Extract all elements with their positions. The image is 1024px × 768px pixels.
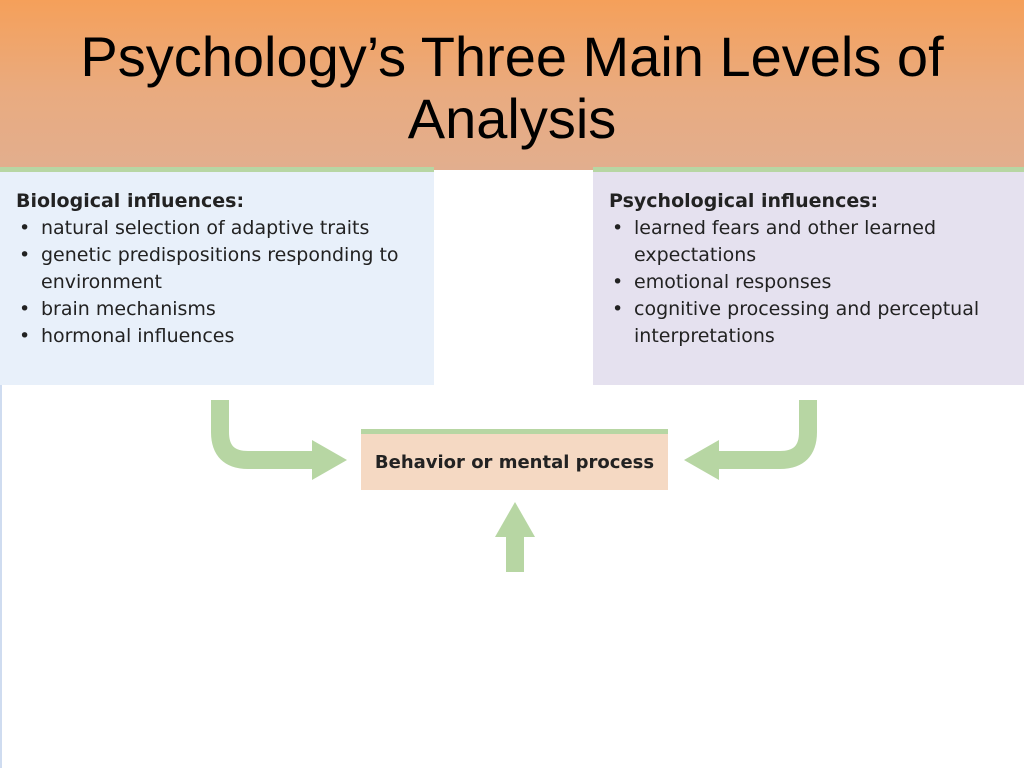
psychological-influences-panel: Psychological influences: • learned fears… [593,167,1024,385]
left-edge-line [0,380,2,768]
bullet-icon: • [19,244,31,266]
behavior-box: Behavior or mental process [361,429,668,490]
psychological-item: • learned fears and other learned expecta… [609,215,1012,269]
biological-list: • natural selection of adaptive traits • g… [16,215,422,350]
bullet-icon: • [19,217,31,239]
biological-item-text: brain mechanisms [41,298,216,320]
biological-heading: Biological influences: [16,190,245,212]
biological-item: • hormonal influences [16,323,422,350]
behavior-label: Behavior or mental process [374,451,655,473]
biological-item-text: natural selection of adaptive traits [41,217,370,239]
psychological-item: • cognitive processing and perceptual int… [609,296,1012,350]
right-arrowhead-icon [684,440,719,480]
biological-item-text: genetic predispositions responding to en… [41,244,399,293]
psychological-item-text: learned fears and other learned expectat… [634,217,937,266]
biological-item: • genetic predispositions responding to e… [16,242,422,296]
bullet-icon: • [612,271,624,293]
right-arrow-shaft [716,400,817,469]
bullet-icon: • [19,325,31,347]
biological-item-text: hormonal influences [41,325,235,347]
biological-item: • natural selection of adaptive traits [16,215,422,242]
psychological-heading: Psychological influences: [609,190,879,212]
bullet-icon: • [612,217,624,239]
title-band [0,0,1024,170]
slide-title: Psychology’s Three Main Levels of Analys… [80,25,944,150]
bullet-icon: • [612,298,624,320]
biological-item: • brain mechanisms [16,296,422,323]
left-arrow-shaft [211,400,315,469]
bottom-arrowhead-icon [495,502,535,537]
left-arrowhead-icon [312,440,347,480]
psychological-item: • emotional responses [609,269,1012,296]
psychological-item-text: cognitive processing and perceptual inte… [634,298,980,347]
psychological-list: • learned fears and other learned expecta… [609,215,1012,350]
bullet-icon: • [19,298,31,320]
biological-influences-panel: Biological influences: • natural selectio… [0,167,434,385]
psychological-item-text: emotional responses [634,271,832,293]
